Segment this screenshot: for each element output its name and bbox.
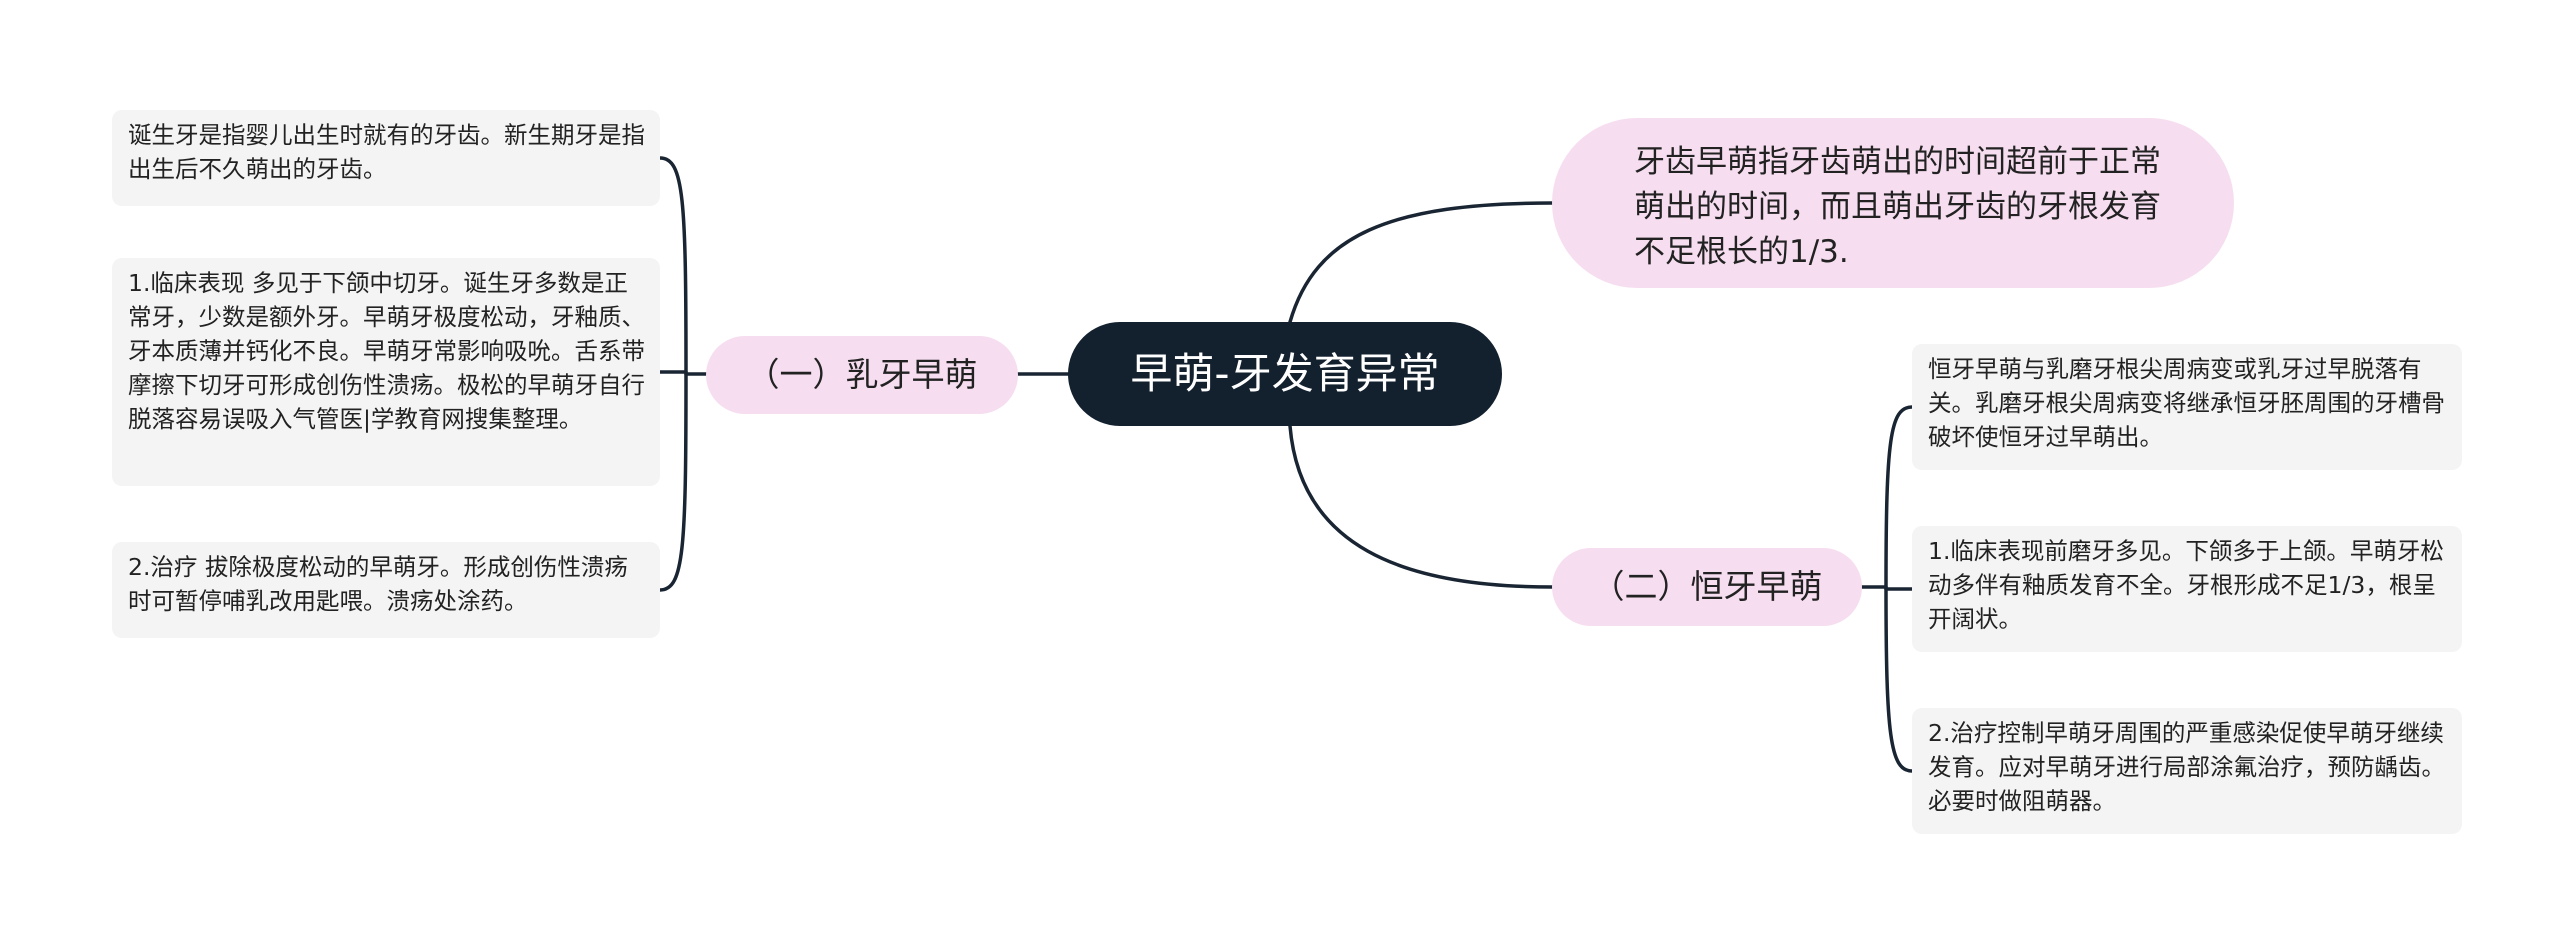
leaf-text: 2.治疗控制早萌牙周围的严重感染促使早萌牙继续发育。应对早萌牙进行局部涂氟治疗，… [1928,719,2445,815]
leaf-node-permanent-clinical[interactable]: 1.临床表现前磨牙多见。下颌多于上颌。早萌牙松动多伴有釉质发育不全。牙根形成不足… [1912,526,2462,652]
leaf-text: 恒牙早萌与乳磨牙根尖周病变或乳牙过早脱落有关。乳磨牙根尖周病变将继承恒牙胚周围的… [1928,355,2445,451]
root-label: 早萌-牙发育异常 [1130,349,1440,398]
leaf-text: 诞生牙是指婴儿出生时就有的牙齿。新生期牙是指出生后不久萌出的牙齿。 [128,121,645,183]
topic-node-permanent-teeth[interactable]: （二）恒牙早萌 [1552,548,1862,626]
topic-label-permanent-teeth: （二）恒牙早萌 [1591,567,1823,606]
connector-root-right-topic [1288,424,1554,589]
connector-root-summary [1288,201,1554,324]
root-node[interactable]: 早萌-牙发育异常 [1068,322,1502,426]
leaf-text: 1.临床表现 多见于下颌中切牙。诞生牙多数是正常牙，少数是额外牙。早萌牙极度松动… [128,269,645,433]
leaf-text: 2.治疗 拔除极度松动的早萌牙。形成创伤性溃疡时可暂停哺乳改用匙喂。溃疡处涂药。 [128,553,628,615]
leaf-node-permanent-cause[interactable]: 恒牙早萌与乳磨牙根尖周病变或乳牙过早脱落有关。乳磨牙根尖周病变将继承恒牙胚周围的… [1912,344,2462,470]
leaf-node-natal-teeth[interactable]: 诞生牙是指婴儿出生时就有的牙齿。新生期牙是指出生后不久萌出的牙齿。 [112,110,660,206]
leaf-text: 1.临床表现前磨牙多见。下颌多于上颌。早萌牙松动多伴有釉质发育不全。牙根形成不足… [1928,537,2444,633]
connector-left-bracket [658,156,688,592]
summary-text: 牙齿早萌指牙齿萌出的时间超前于正常萌出的时间，而且萌出牙齿的牙根发育不足根长的1… [1634,144,2161,270]
summary-node[interactable]: 牙齿早萌指牙齿萌出的时间超前于正常萌出的时间，而且萌出牙齿的牙根发育不足根长的1… [1552,118,2234,288]
topic-node-primary-teeth[interactable]: （一）乳牙早萌 [706,336,1018,414]
leaf-node-permanent-treatment[interactable]: 2.治疗控制早萌牙周围的严重感染促使早萌牙继续发育。应对早萌牙进行局部涂氟治疗，… [1912,708,2462,834]
connector-right-bracket [1884,405,1914,773]
leaf-node-primary-clinical[interactable]: 1.临床表现 多见于下颌中切牙。诞生牙多数是正常牙，少数是额外牙。早萌牙极度松动… [112,258,660,486]
leaf-node-primary-treatment[interactable]: 2.治疗 拔除极度松动的早萌牙。形成创伤性溃疡时可暂停哺乳改用匙喂。溃疡处涂药。 [112,542,660,638]
topic-label-primary-teeth: （一）乳牙早萌 [746,355,978,394]
